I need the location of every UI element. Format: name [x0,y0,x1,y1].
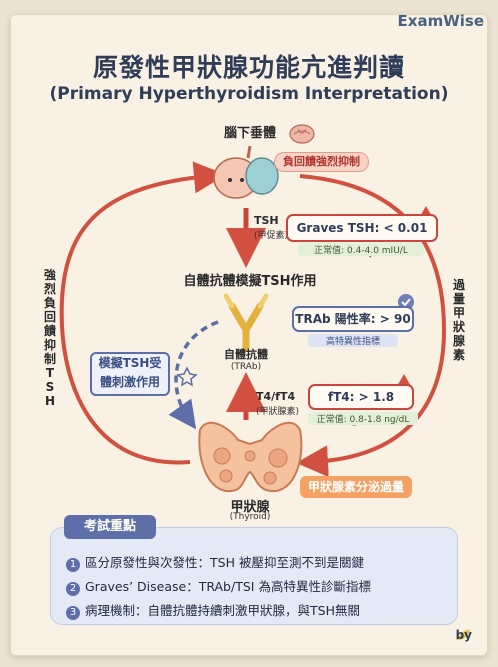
right-feedback-arrow [296,174,447,478]
thyroid-label: 甲狀腺 [230,500,270,515]
left-feedback-arrow [59,161,226,465]
autoantibody-label: 自體抗體 [224,348,268,361]
mimic-box: 模擬TSH受 體刺激作用 [90,352,170,396]
t4-label: T4/fT4 [256,390,296,403]
byline: by [455,628,472,642]
thyroid-sub: (Thyroid) [229,512,271,522]
page-subtitle: (Primary Hyperthyroidism Interpretation) [49,84,449,104]
mimic-line2: 體刺激作用 [99,375,160,389]
key-points-panel [50,527,458,625]
tsh-normal-range: 正常值: 0.4-4.0 mIU/L [298,243,424,256]
trab-note: 高特異性指標 [308,334,398,347]
t4-sub: (甲狀腺素) [256,407,300,417]
tsh-sub: (甲促素) [254,231,289,241]
trab-box: TRAb 陽性率: > 90 % [292,306,414,348]
graves-tsh-box: Graves TSH: < 0.01 mIU/L [286,214,438,259]
page-title: 原發性甲狀腺功能亢進判讀 [92,53,405,82]
mimic-dashed-arrow [168,320,219,430]
left-vertical-label: 強烈負回饋抑制TSH [43,268,56,408]
brand-logo: ExamWise [397,12,484,30]
antibody-illustration [223,293,269,352]
ft4-normal-range: 正常值: 0.8-1.8 ng/dL [308,412,418,425]
mimic-line1: 模擬TSH受 [98,356,162,370]
pituitary-illustration [213,145,279,199]
key-points-tag: 考試重點 [64,515,156,539]
right-vertical-label: 過量甲狀腺素 [452,278,465,362]
feedback-pill: 負回饋強烈抑制 [274,152,369,172]
receptor-star-icon [176,366,198,387]
thyroid-illustration [198,421,303,493]
autoantibody-heading: 自體抗體模擬TSH作用 [183,274,317,289]
leaf-icon [456,629,470,640]
tsh-label: TSH [254,214,279,227]
autoantibody-sub: (TRAb) [230,362,262,372]
oversecretion-pill: 甲狀腺素分泌過量 [300,476,413,498]
ft4-box: fT4: > 1.8 ng/dL [308,384,414,426]
pituitary-label: 腦下垂體 [223,126,276,141]
brain-icon [289,124,315,144]
